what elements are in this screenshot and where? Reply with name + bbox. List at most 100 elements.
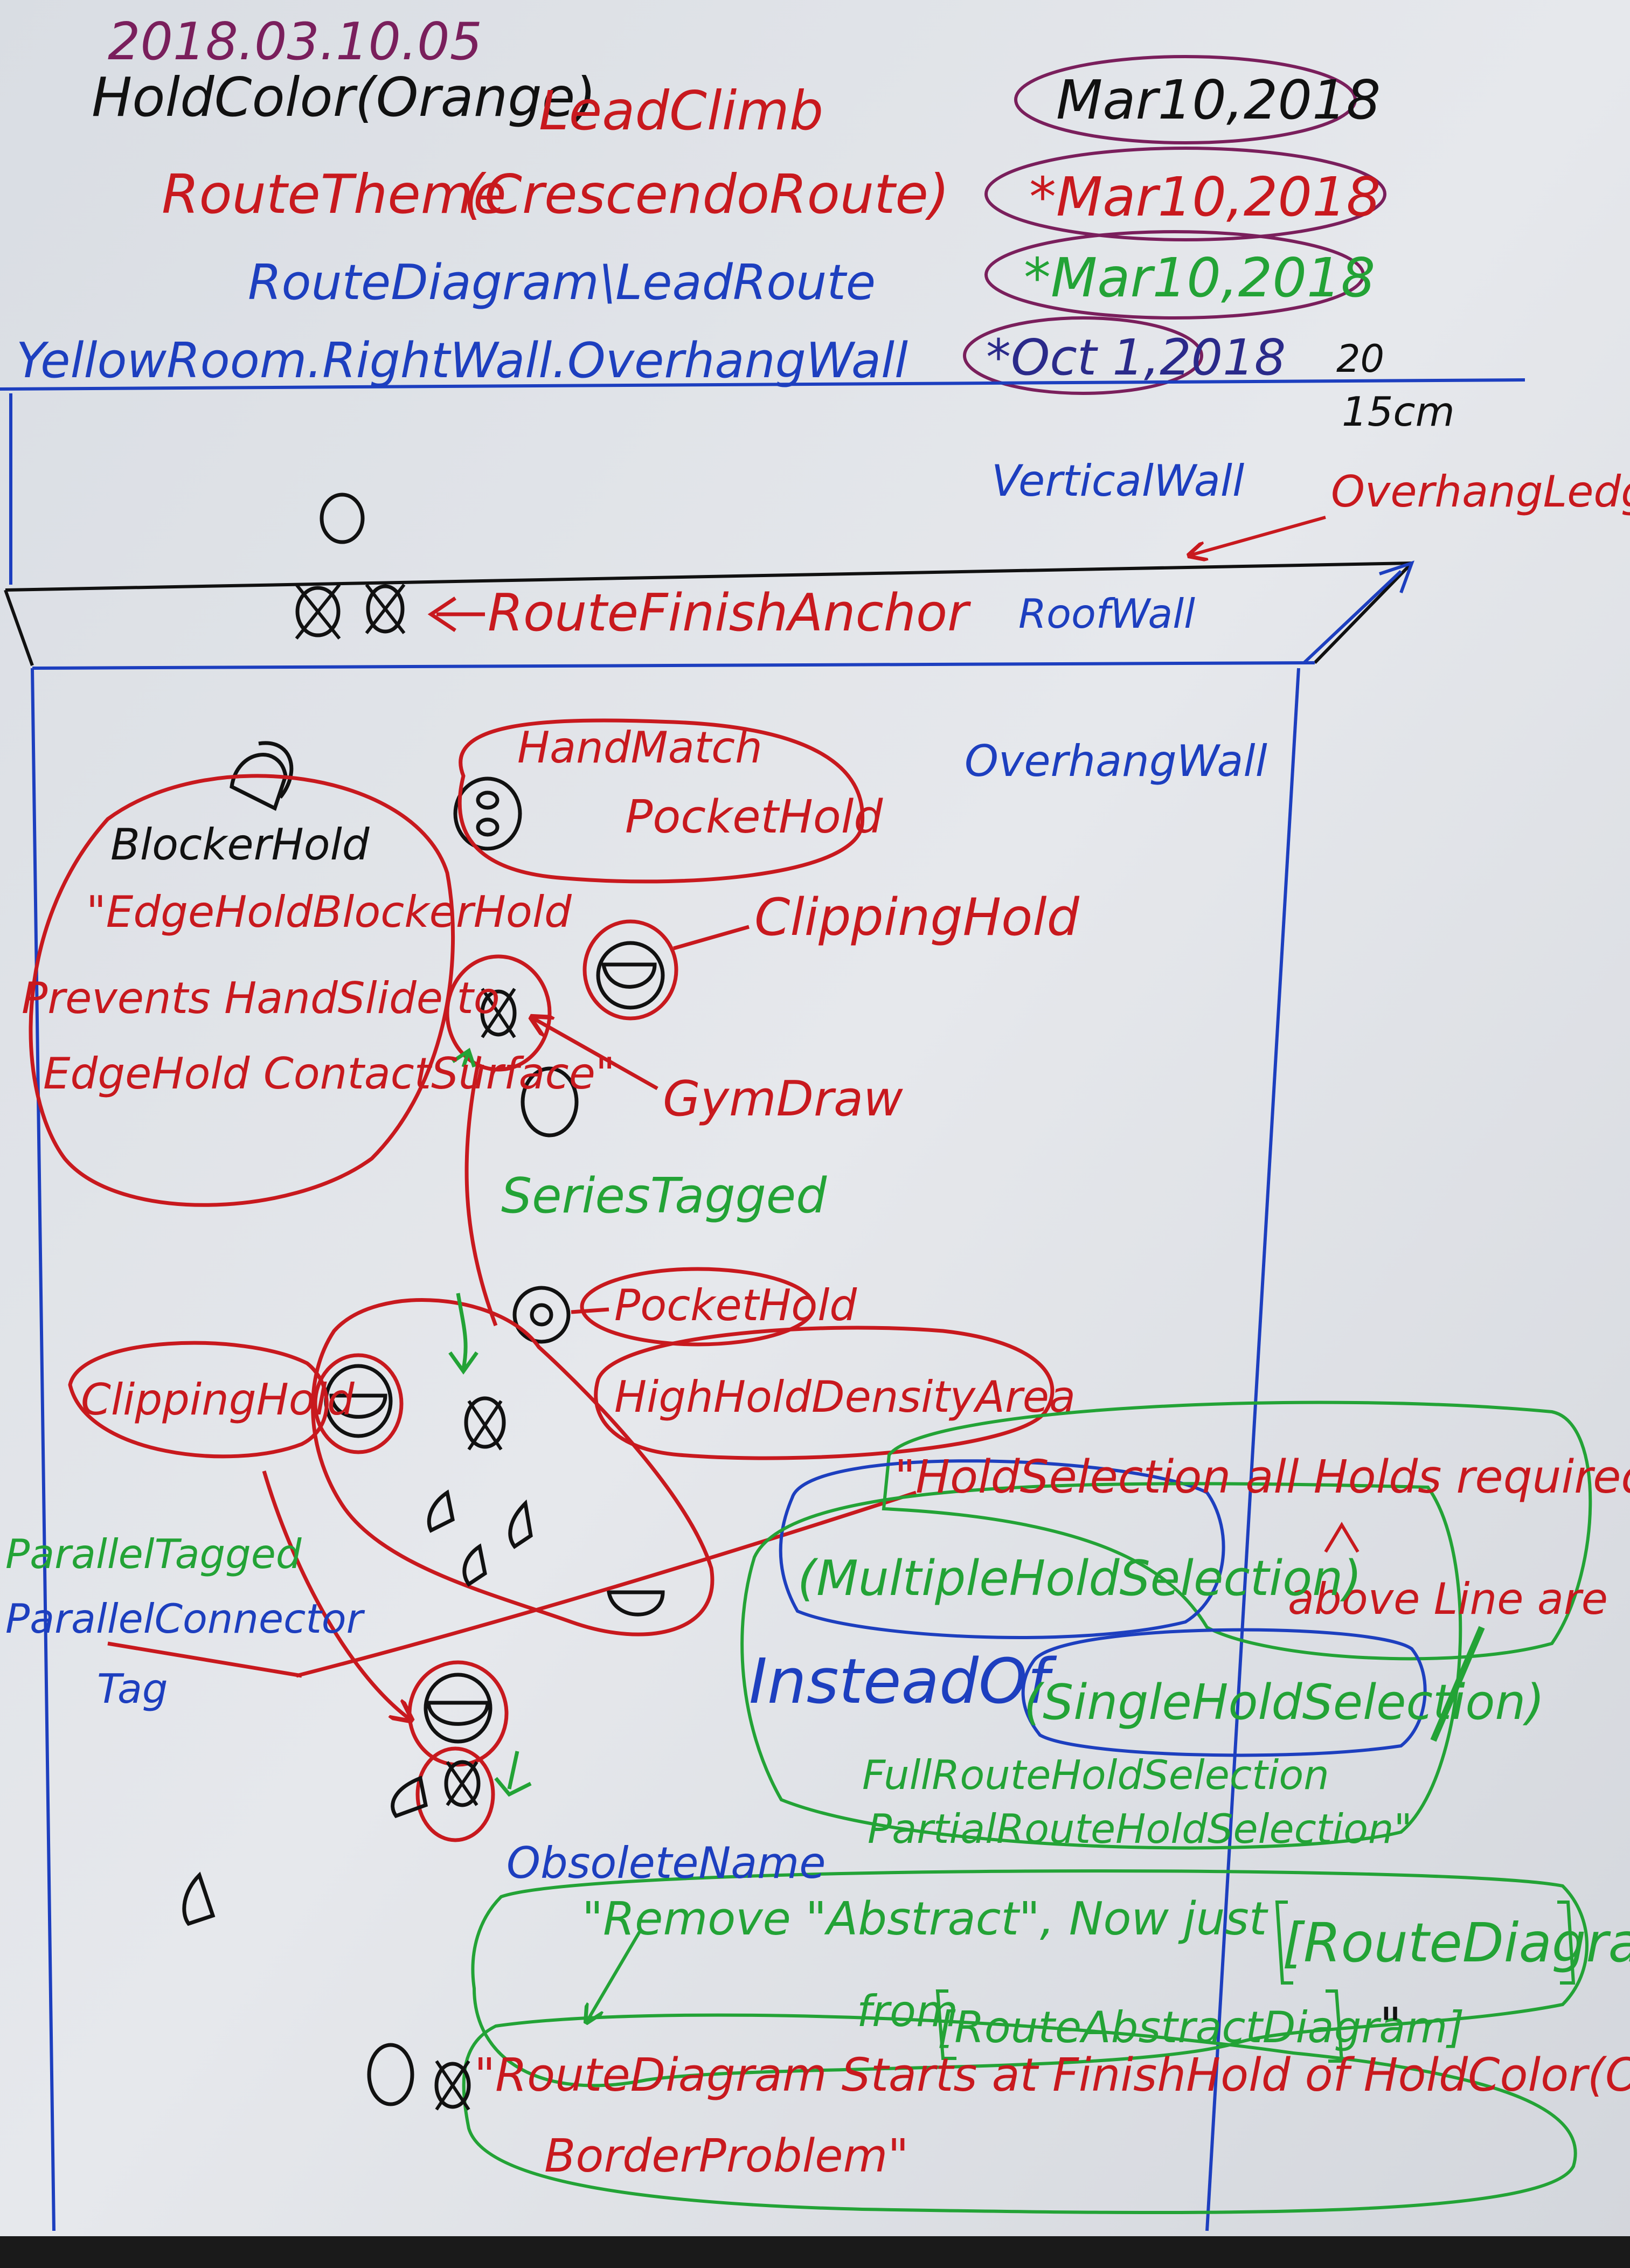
hold-selection-bubble [882,1400,1592,1661]
date-2: *Mar10,2018 [1029,165,1381,228]
high-density-label: HighHoldDensityArea [614,1372,1076,1422]
quote-close-mark: " [1379,1997,1402,2054]
date-1: Mar10,2018 [1056,68,1381,131]
pocket-hold-mid [512,1286,571,1344]
lower-draw-x [446,1761,478,1806]
parallel-tag-connector [107,1641,302,1678]
obsolete-arrow [587,1928,643,2021]
date-stack: Mar10,2018 *Mar10,2018 *Mar10,2018 *Oct … [963,55,1386,395]
single-hold-label: (SingleHoldSelection) [1024,1674,1545,1731]
paper-shadow-bottom [0,2236,1630,2268]
route-diagram-box [1275,1901,1576,1985]
blocker-hold-shape [230,741,294,811]
high-density-bubble [311,1298,715,1636]
measure-15cm: 15cm [1342,388,1455,435]
from-label: from [857,1986,958,2036]
edge-hold-4 [606,1590,665,1617]
route-theme: RouteTheme [162,163,507,226]
parallel-connector-label: ParallelConnector [5,1595,365,1642]
edge-blocker-line-2: Prevents HandSlide to [22,973,500,1023]
hold-below-draw [521,1066,579,1138]
blocker-bubble [29,774,455,1207]
clipping-hold-lower [424,1673,493,1744]
single-hold-bubble [1021,1628,1427,1757]
lower-edge-hold [391,1775,428,1819]
edge-hold-3 [462,1543,487,1587]
start-draw-hold [434,2062,471,2109]
route-finish-anchor-label: RouteFinishAnchor [488,584,971,643]
clipping-hold-lower-edge [426,1701,490,1726]
route-diagram-bracket-label: [RouteDiagram] [1282,1911,1630,1974]
vertical-wall-label: VerticalWall [991,456,1244,506]
multiple-hold-bubble [779,1459,1225,1639]
overhang-left-edge [31,668,56,2231]
pocket-mid-bubble [580,1267,816,1347]
partial-route-label: PartialRouteHoldSelection" [868,1805,1412,1853]
clipping-hold-left-edge [329,1393,387,1419]
date-3: *Mar10,2018 [1024,246,1375,309]
instead-of-bubble [740,1482,1462,1850]
roof-right-arrow [1302,560,1414,664]
date-oval-4 [963,316,1203,395]
gym-draw-arrow [533,1018,658,1091]
remove-abstract-label: "Remove "Abstract", Now just [582,1892,1268,1946]
middle-draw-x [467,1400,503,1451]
date-oval-3 [984,230,1365,320]
edge-hold-1 [427,1489,455,1533]
clipping-hold-right-label: ClippingHold [754,888,1080,947]
obsolete-name-label: ObsoleteName [507,1838,826,1888]
ledge-arrow [1191,516,1326,555]
hold-selection-line-1: "HoldSelection all Holds required" [894,1451,1630,1504]
clipping-hold-right [582,919,678,1021]
lower-draw-hold-circle [415,1746,495,1842]
lower-draw-hold [444,1760,481,1807]
header: 2018.03.10.05 HoldColor(Orange) LeadClim… [16,12,949,389]
clipping-hold-left-outer [313,1353,404,1454]
measure-20: 20 [1336,337,1384,381]
pocket-hold-top-dot-2 [476,817,500,837]
date-oval-1 [1014,55,1357,144]
roof-right-edge [1313,561,1413,664]
series-arrow-up [452,1048,476,1068]
anchor-x-right [365,584,406,634]
route-abstract-label: [RouteAbstractDiagram] [938,2002,1465,2052]
route-diagram-lead-route: RouteDiagram\LeadRoute [248,254,876,311]
hold-color-title: HoldColor(Orange) [92,66,596,129]
overhang-wall-label: OverhangWall [965,736,1267,786]
wall-path: YellowRoom.RightWall.OverhangWall [16,332,908,389]
full-route-label: FullRouteHoldSelection [862,1751,1329,1799]
tag-label: Tag [97,1665,168,1712]
hold-selection-divider [296,1490,917,1678]
border-problem-label: BorderProblem" [544,2130,908,2183]
obsolete-bubble [471,1869,1589,2087]
wall-outline [0,378,1525,2231]
date-oval-2 [984,147,1386,241]
hold-selection-line-2: above Line are [1288,1574,1608,1624]
upper-holds [29,718,865,1327]
series-tag-line [464,1056,498,1327]
clipping-left-bubble [68,1341,329,1459]
parallel-tagged-label: ParallelTagged [5,1530,302,1578]
line-above-arrow [1430,1626,1485,1742]
pocket-hold-mid-inner [530,1303,553,1327]
roof-left-edge [4,589,34,667]
middle-draw-hold [464,1396,506,1449]
start-draw-x [435,2060,470,2111]
pocket-mid-leader [571,1307,609,1314]
hand-match-label: HandMatch [517,723,762,773]
anchor-arrow [427,597,485,632]
date-4: *Oct 1,2018 [986,329,1286,386]
overhang-ledge-label: OverhangLedge [1331,467,1630,517]
lone-edge-hold [182,1871,216,1926]
vertical-wall-hold [320,493,365,544]
anchor-x-left [295,584,341,640]
roof-wall-label: RoofWall [1018,590,1195,637]
clipping-hold-right-inner [596,941,665,1010]
clipping-hold-left-label: ClippingHold [81,1375,355,1425]
anchor-bolt-right [366,584,405,634]
edge-blocker-line-3: EdgeHold ContactSurface" [43,1049,615,1099]
date-code: 2018.03.10.05 [108,12,482,72]
series-tagged-label: SeriesTagged [501,1168,827,1224]
